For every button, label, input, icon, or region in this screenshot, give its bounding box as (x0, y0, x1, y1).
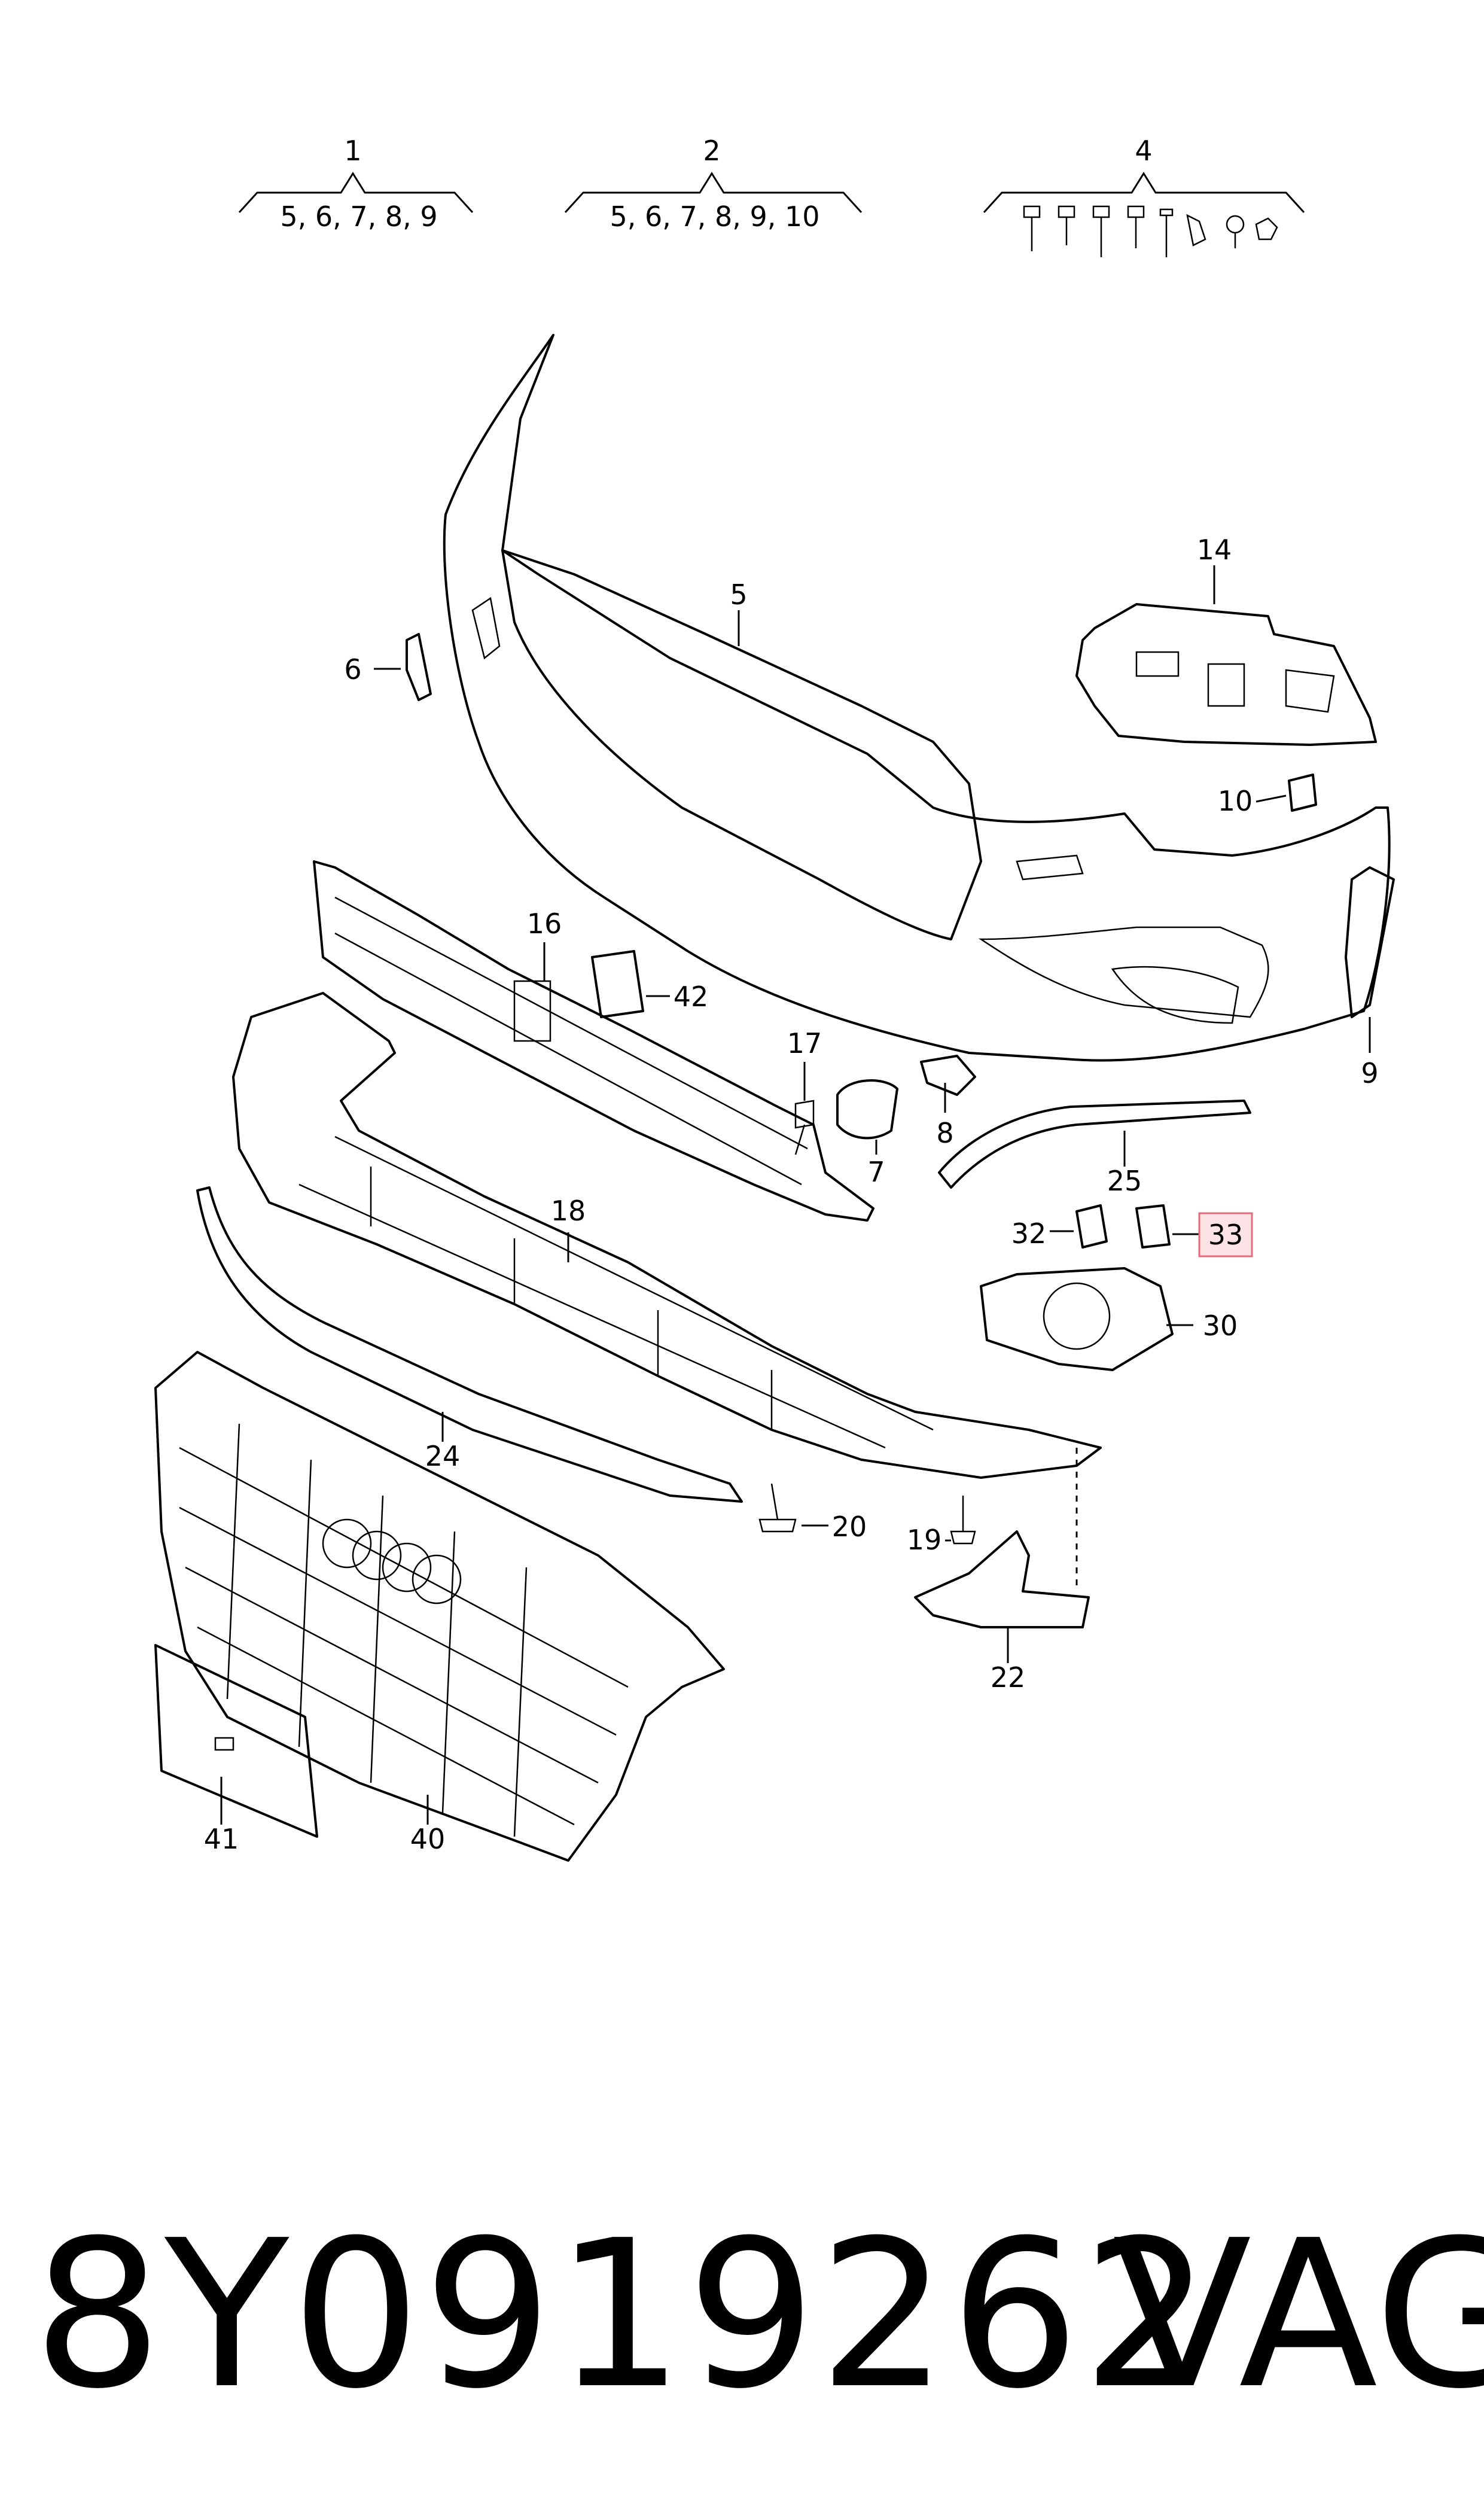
callout-30: 30 (1203, 1310, 1238, 1342)
callout-9: 9 (1361, 1057, 1378, 1089)
callout-7: 7 (867, 1156, 885, 1188)
license-plate-bracket-41 (154, 1644, 318, 1838)
grille-insert-30 (980, 1267, 1193, 1371)
callout-19: 19 (907, 1524, 942, 1556)
holder-8 (920, 1055, 976, 1113)
group-4-bracket (983, 172, 1305, 214)
screw-17 (794, 1100, 815, 1155)
part-number: 8Y0919262 (33, 2197, 1214, 2434)
group-4: 4 (983, 135, 1305, 257)
radar-bracket-42 (591, 950, 670, 1018)
group-2-number: 2 (703, 135, 720, 167)
callout-41: 41 (204, 1823, 239, 1855)
clip-6 (374, 633, 432, 701)
callout-42: 42 (674, 981, 709, 1013)
group-4-number: 4 (1135, 135, 1152, 167)
bracket-22 (914, 1530, 1090, 1663)
group-1: 1 5, 6, 7, 8, 9 (238, 135, 474, 233)
screw-20 (758, 1483, 828, 1533)
trim-strip-9 (1345, 866, 1395, 1053)
callout-8: 8 (936, 1117, 953, 1149)
callout-18: 18 (551, 1195, 586, 1227)
clip-33 (1135, 1204, 1253, 1258)
callout-5: 5 (730, 578, 747, 611)
brand-name: VAG (1113, 2197, 1484, 2434)
callout-22: 22 (991, 1661, 1026, 1694)
upper-air-guide-16 (313, 860, 874, 1222)
callout-32: 32 (1011, 1217, 1047, 1250)
callout-14: 14 (1197, 534, 1232, 566)
callout-6: 6 (344, 653, 361, 686)
group-2-items: 5, 6, 7, 8, 9, 10 (610, 200, 819, 233)
callout-10: 10 (1218, 785, 1253, 817)
group-2: 2 5, 6, 7, 8, 9, 10 (564, 135, 863, 233)
callout-33: 33 (1208, 1219, 1244, 1251)
screw-19 (945, 1496, 976, 1545)
group-2-bracket (564, 172, 863, 214)
radiator-grille-40 (154, 1351, 725, 1862)
trim-strip-24 (196, 1186, 743, 1503)
callout-20: 20 (832, 1511, 867, 1543)
highlight-box-33 (1198, 1212, 1253, 1258)
group-1-items: 5, 6, 7, 8, 9 (280, 200, 437, 233)
bumper-carrier-18 (232, 992, 1102, 1479)
group-1-bracket (238, 172, 474, 214)
callout-25: 25 (1107, 1165, 1142, 1197)
callout-labels: 5 6 14 10 9 16 42 17 7 8 25 32 33 30 18 … (204, 534, 1379, 1855)
fastener-set-icon (1023, 205, 1278, 257)
group-1-number: 1 (344, 135, 361, 167)
callout-24: 24 (425, 1440, 461, 1472)
callout-40: 40 (410, 1823, 446, 1855)
callout-17: 17 (787, 1027, 822, 1059)
clip-32 (1050, 1204, 1108, 1249)
bracket-10 (1256, 774, 1317, 812)
callout-16: 16 (527, 908, 562, 940)
trim-25 (938, 1100, 1251, 1189)
bumper-cover (443, 334, 1391, 1062)
cap-7 (836, 1079, 898, 1155)
side-bracket-14 (1075, 603, 1377, 746)
